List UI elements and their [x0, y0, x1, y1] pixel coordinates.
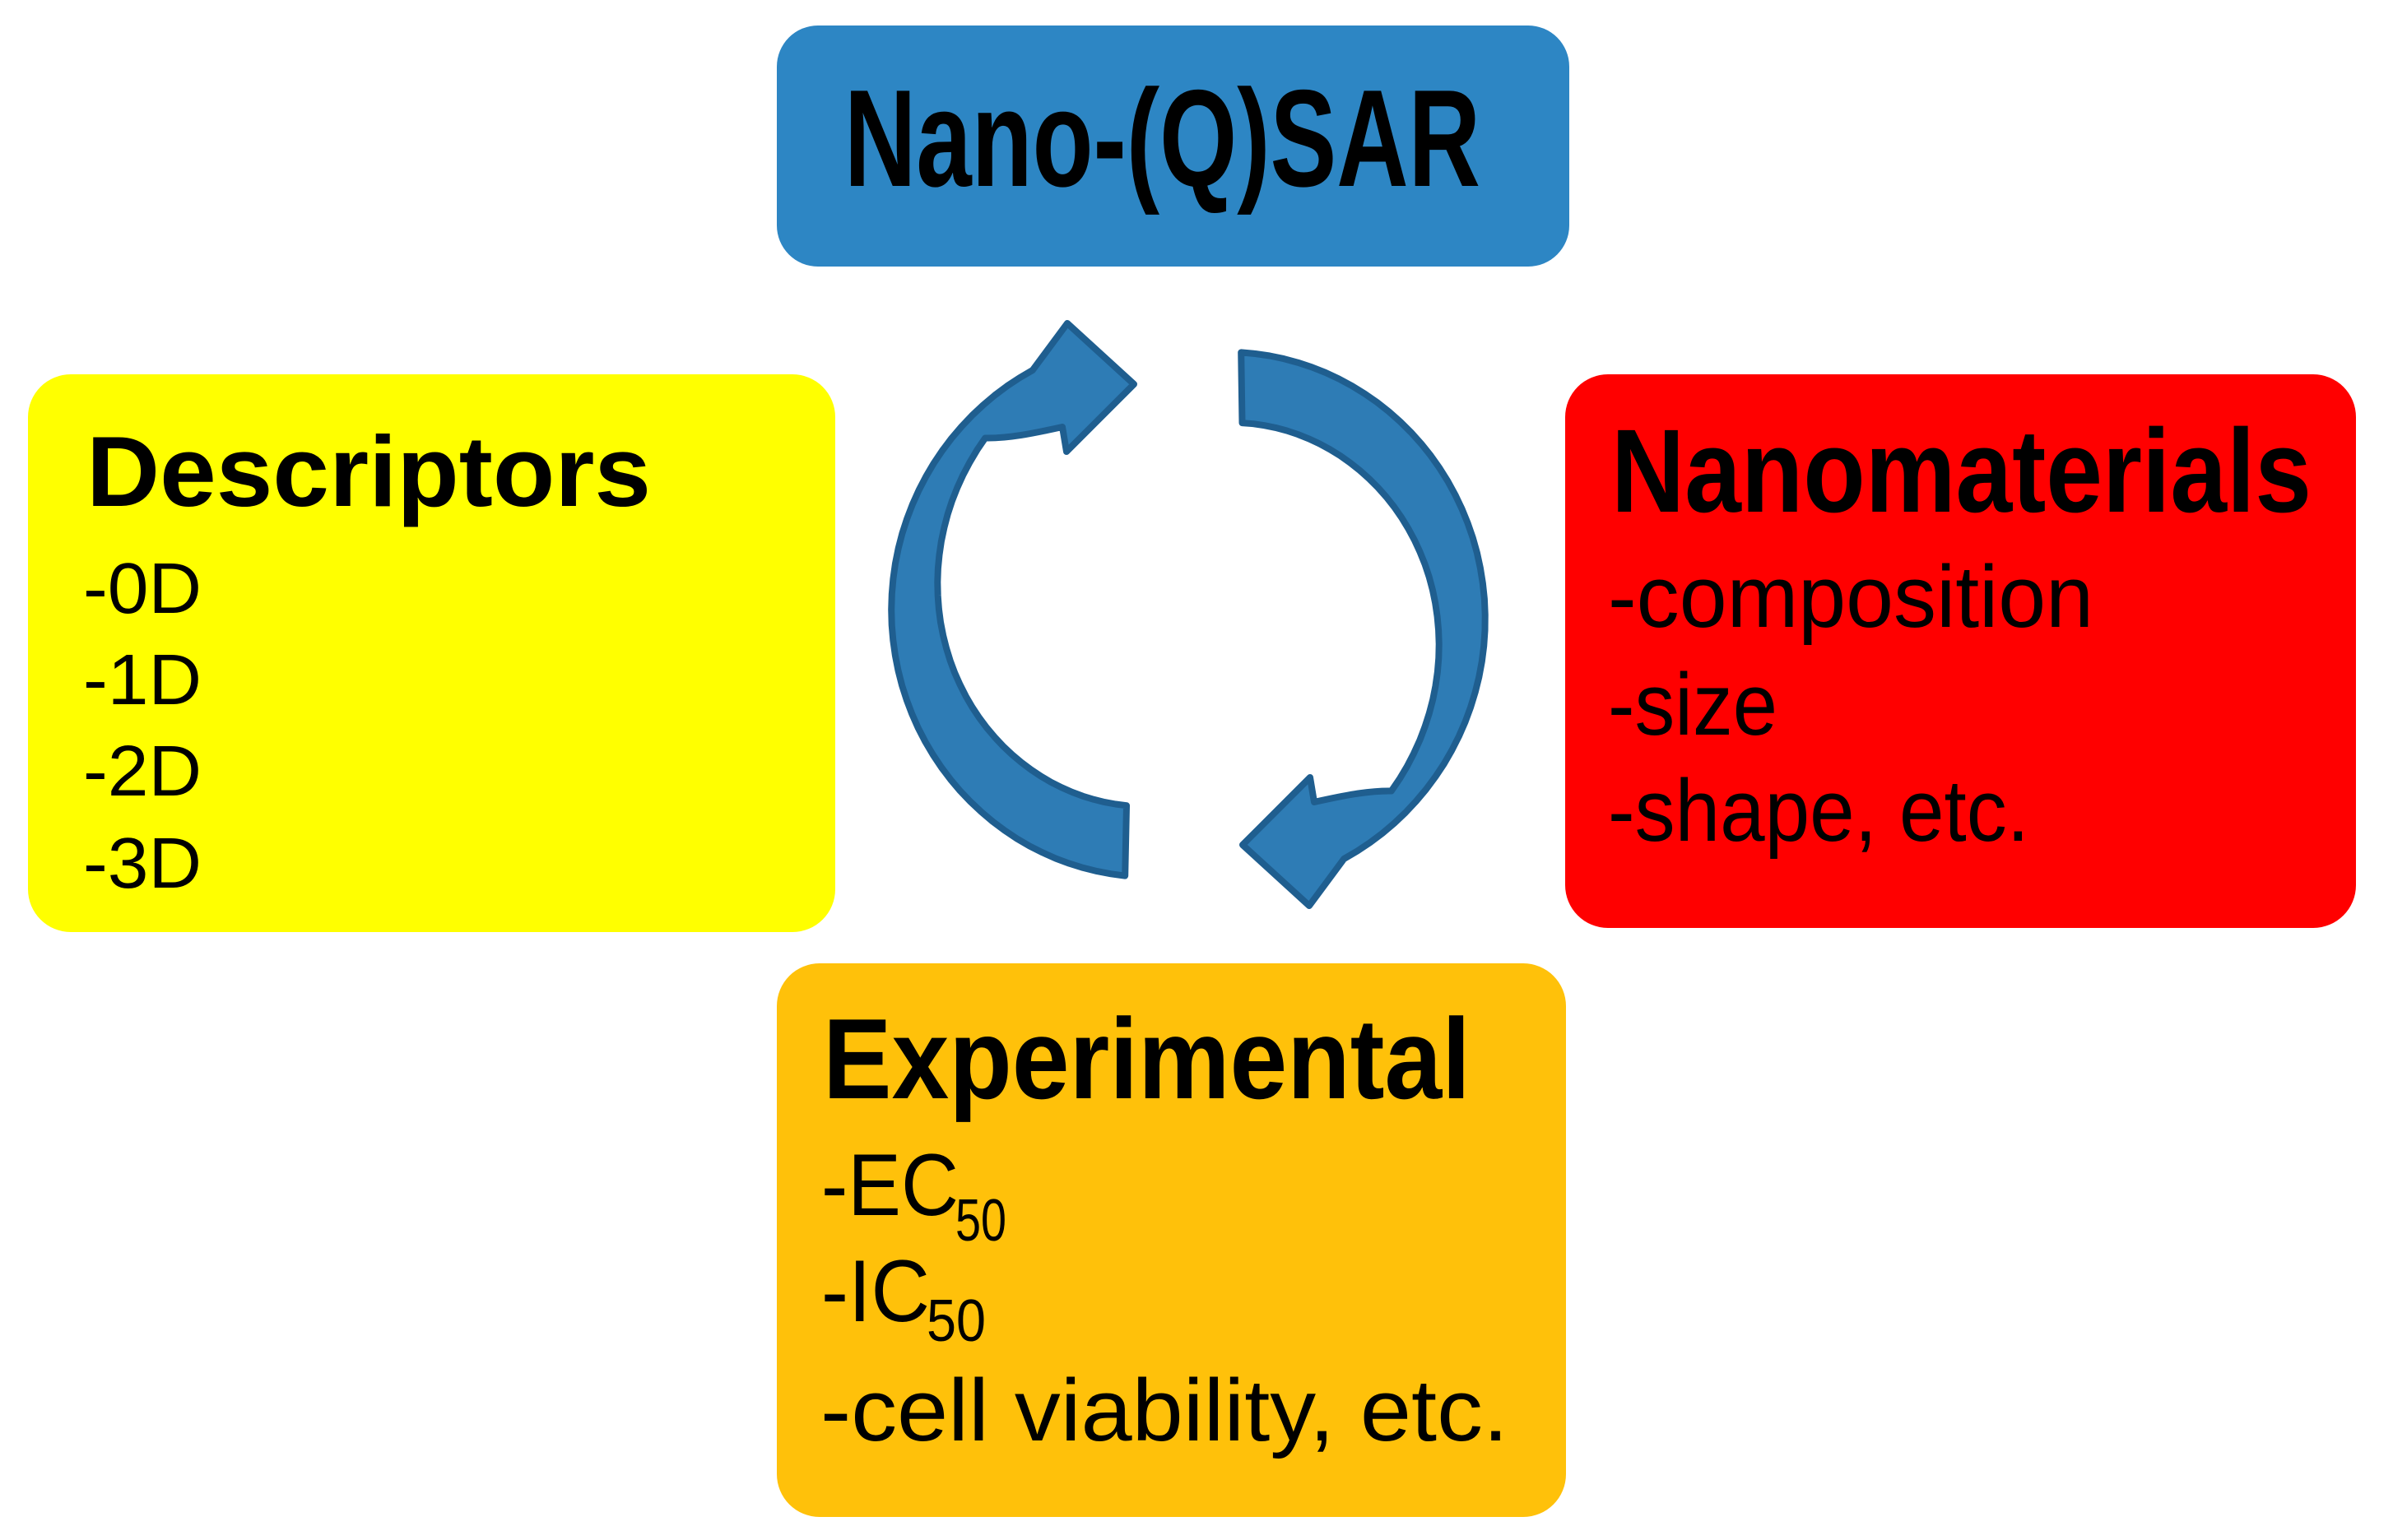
svg-text:-0D: -0D	[83, 549, 202, 629]
svg-text:-EC: -EC	[821, 1135, 959, 1234]
svg-text:Descriptors: Descriptors	[86, 415, 651, 527]
svg-text:-1D: -1D	[83, 640, 202, 720]
svg-text:Experimental: Experimental	[823, 995, 1471, 1123]
svg-text:-3D: -3D	[83, 823, 202, 903]
svg-text:-IC: -IC	[821, 1241, 930, 1340]
svg-text:-2D: -2D	[83, 731, 202, 811]
svg-text:50: 50	[955, 1188, 1006, 1254]
svg-text:-size: -size	[1608, 655, 1777, 754]
svg-text:50: 50	[927, 1288, 986, 1354]
svg-text:Nano-(Q)SAR: Nano-(Q)SAR	[844, 61, 1480, 216]
svg-text:-composition: -composition	[1608, 547, 2093, 646]
svg-text:-cell viability, etc.: -cell viability, etc.	[820, 1361, 1508, 1459]
svg-text:Nanomaterials: Nanomaterials	[1611, 405, 2312, 537]
svg-text:-shape, etc.: -shape, etc.	[1608, 761, 2029, 860]
